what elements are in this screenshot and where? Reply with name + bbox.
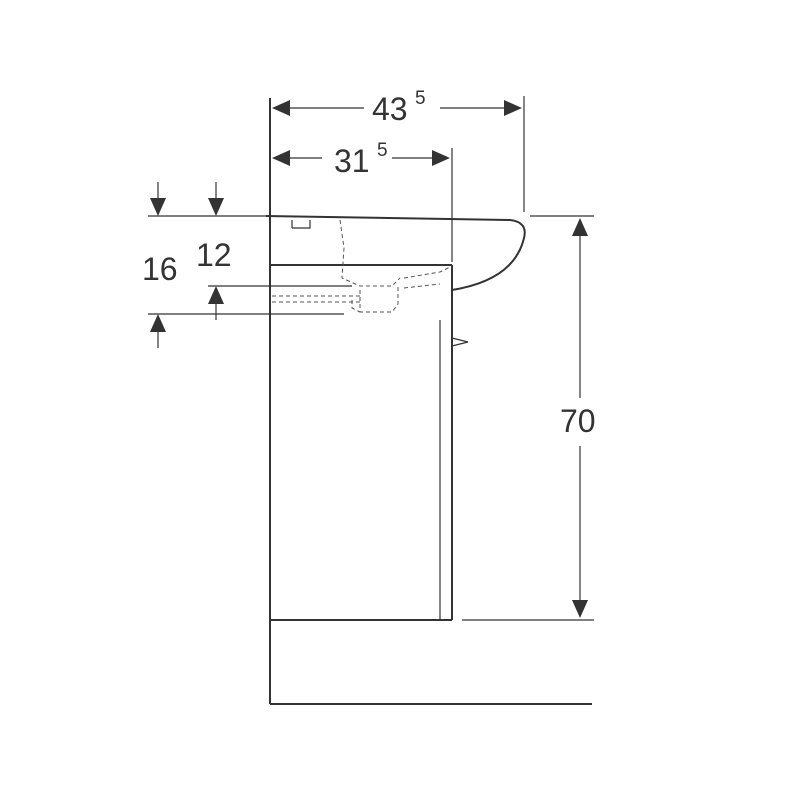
basin-depth-label: 31 bbox=[334, 143, 370, 179]
drop-16-arrow-down bbox=[150, 198, 166, 216]
drop-16-arrow-up bbox=[150, 314, 166, 332]
siphon-trap-body bbox=[359, 286, 399, 313]
siphon-drain-line bbox=[403, 283, 441, 289]
arrow-bottom bbox=[572, 600, 588, 618]
door-handle bbox=[451, 337, 469, 347]
drop-12-arrow-down bbox=[208, 198, 224, 216]
basin-overflow-box bbox=[292, 220, 311, 229]
arrow-top bbox=[572, 218, 588, 236]
siphon-trap-elbow bbox=[351, 300, 361, 313]
height-label: 70 bbox=[560, 403, 596, 439]
basin-hidden-bowl-right bbox=[403, 265, 453, 279]
vanity-cabinet bbox=[270, 264, 469, 621]
dimension-basin-depth: 31 5 bbox=[272, 140, 453, 262]
basin-hidden-bowl-left bbox=[339, 219, 401, 287]
wall-and-floor bbox=[269, 98, 592, 705]
arrow-right bbox=[432, 150, 450, 166]
washbasin bbox=[265, 215, 526, 291]
arrow-right bbox=[504, 100, 522, 116]
arrow-left bbox=[272, 100, 290, 116]
dimension-siphon-drops: 16 12 bbox=[142, 182, 352, 348]
overall-depth-label: 43 bbox=[372, 91, 408, 127]
drop-16-label: 16 bbox=[142, 251, 178, 287]
arrow-left bbox=[272, 150, 290, 166]
drop-12-label: 12 bbox=[196, 237, 232, 273]
dimension-height: 70 bbox=[462, 215, 596, 621]
basin-depth-superscript: 5 bbox=[377, 140, 388, 161]
drop-12-arrow-up bbox=[208, 286, 224, 304]
dimension-overall-depth: 43 5 bbox=[272, 88, 525, 212]
siphon-trap bbox=[272, 283, 441, 313]
basin-outline bbox=[265, 215, 526, 291]
overall-depth-superscript: 5 bbox=[415, 88, 426, 109]
